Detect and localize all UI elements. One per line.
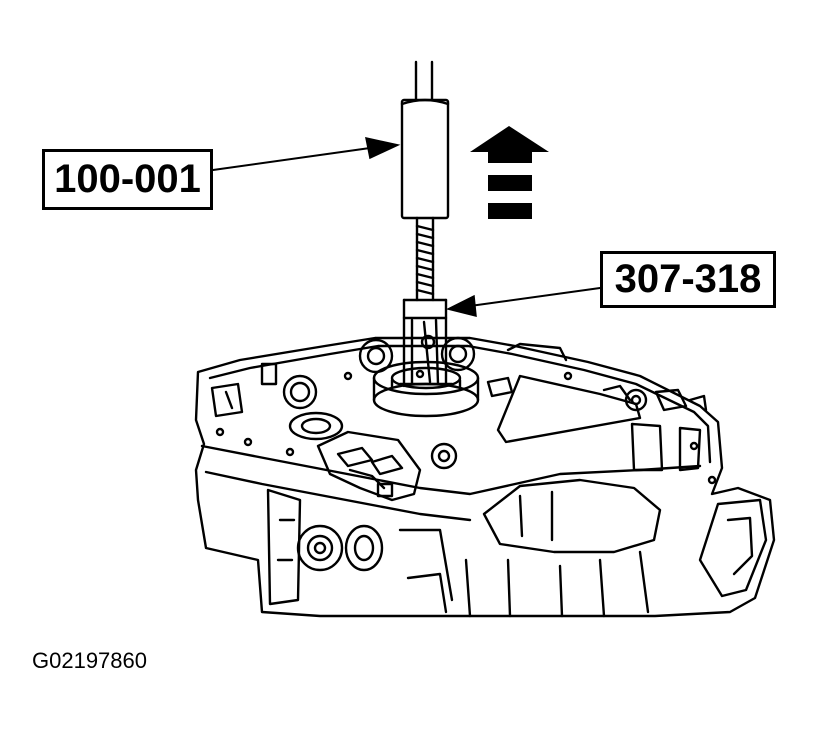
callout-tool-100-001-text: 100-001 xyxy=(54,157,201,201)
callout-tool-100-001: 100-001 xyxy=(42,149,213,210)
slide-hammer xyxy=(400,60,450,220)
transmission-case xyxy=(194,336,776,618)
threaded-rod xyxy=(415,216,435,302)
puller-attachment xyxy=(398,298,454,388)
leader-lines xyxy=(212,147,601,307)
callout-tool-307-318: 307-318 xyxy=(600,251,776,308)
callout-tool-307-318-text: 307-318 xyxy=(614,257,762,301)
figure-id: G02197860 xyxy=(32,648,147,673)
arrow-up-icon xyxy=(470,126,549,219)
leader-arrowheads xyxy=(365,137,477,317)
